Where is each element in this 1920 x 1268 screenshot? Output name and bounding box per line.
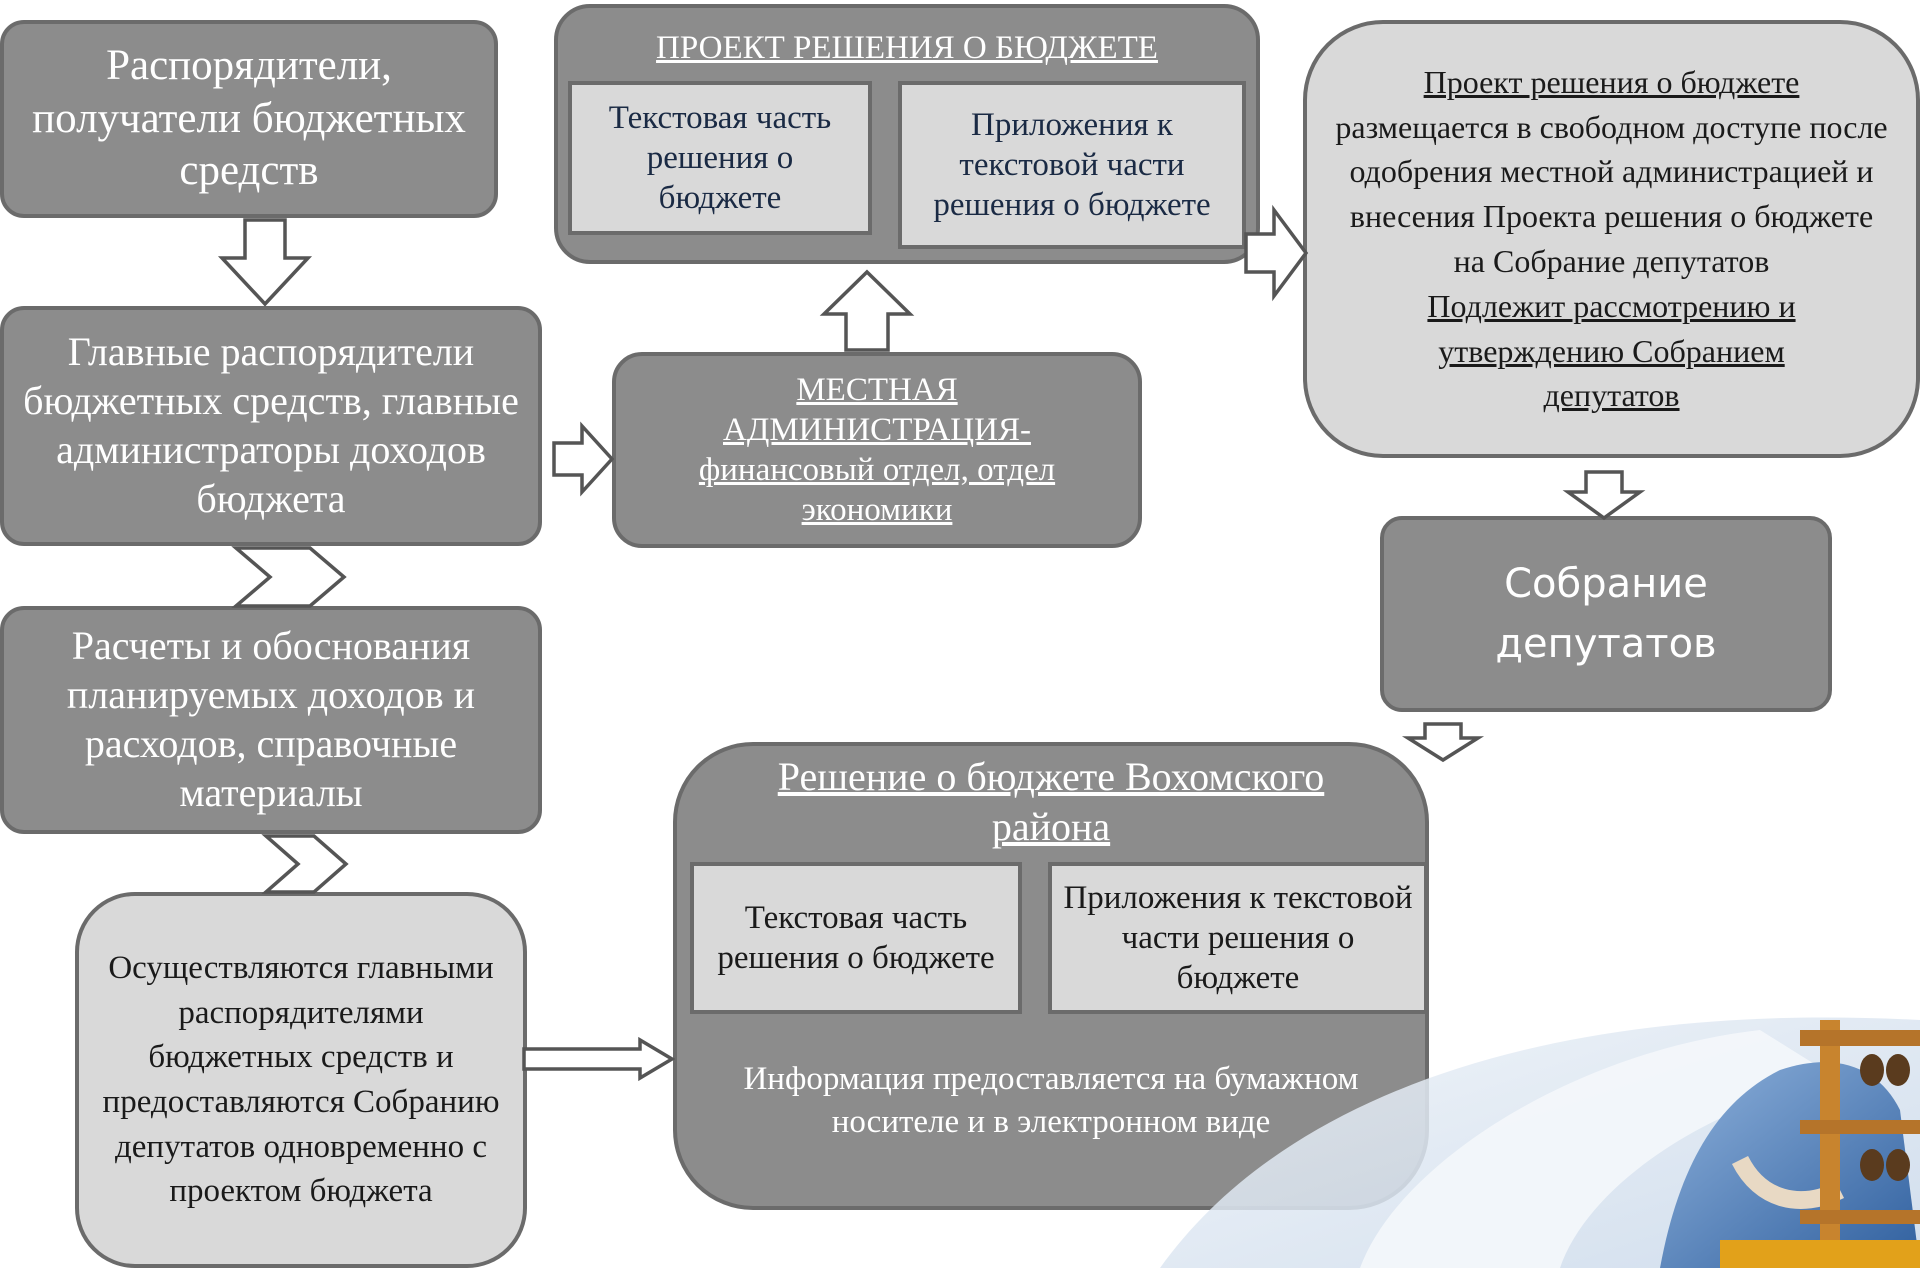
abacus-illustration bbox=[1160, 1017, 1920, 1268]
node-publication: Проект решения о бюджете размещается в с… bbox=[1303, 20, 1920, 458]
arrow-down-icon bbox=[1401, 722, 1485, 763]
draft-text-part-text: Текстовая часть решения о бюджете bbox=[608, 99, 832, 217]
node-recipients: Распорядители, получатели бюджетных сред… bbox=[0, 20, 498, 218]
chevron-down-icon bbox=[231, 546, 347, 608]
node-calculations: Расчеты и обоснования планируемых доходо… bbox=[0, 606, 542, 834]
draft-text-part: Текстовая часть решения о бюджете bbox=[568, 81, 872, 235]
node-assembly-text: Собрание депутатов bbox=[1495, 561, 1717, 667]
decision-text-part: Текстовая часть решения о бюджете bbox=[690, 862, 1022, 1014]
node-carried-out: Осуществляются главными распорядителями … bbox=[75, 892, 527, 1268]
arrow-right-icon bbox=[1244, 204, 1309, 302]
decision-appendices-text: Приложения к текстовой части решения о б… bbox=[1063, 879, 1413, 997]
publication-line2: размещается в свободном доступе после од… bbox=[1335, 108, 1888, 279]
node-chief-managers: Главные распорядители бюджетных средств,… bbox=[0, 306, 542, 546]
decision-appendices: Приложения к текстовой части решения о б… bbox=[1048, 862, 1428, 1014]
arrow-down-icon bbox=[1562, 470, 1646, 521]
arrow-up-icon bbox=[819, 269, 915, 352]
node-calculations-text: Расчеты и обоснования планируемых доходо… bbox=[66, 623, 476, 815]
chevron-down-icon bbox=[261, 834, 349, 894]
node-assembly: Собрание депутатов bbox=[1380, 516, 1832, 712]
node-recipients-text: Распорядители, получатели бюджетных сред… bbox=[32, 42, 466, 195]
arrow-down-icon bbox=[217, 218, 313, 307]
draft-decision-title: ПРОЕКТ РЕШЕНИЯ О БЮДЖЕТЕ bbox=[656, 30, 1158, 66]
node-chief-managers-text: Главные распорядители бюджетных средств,… bbox=[23, 329, 519, 521]
final-decision-info: Информация предоставляется на бумажном н… bbox=[743, 1061, 1359, 1140]
decision-text-part-text: Текстовая часть решения о бюджете bbox=[717, 899, 995, 976]
node-administration-text: МЕСТНАЯ АДМИНИСТРАЦИЯ-финансовый отдел, … bbox=[698, 371, 1056, 529]
publication-line3: Подлежит рассмотрению и утверждению Собр… bbox=[1427, 287, 1796, 414]
node-carried-out-text: Осуществляются главными распорядителями … bbox=[102, 950, 500, 1210]
arrow-right-icon bbox=[552, 421, 615, 497]
arrow-right-icon bbox=[522, 1036, 676, 1082]
draft-appendices-text: Приложения к текстовой части решения о б… bbox=[933, 106, 1211, 224]
final-decision-title: Решение о бюджете Вохомского района bbox=[777, 754, 1325, 849]
publication-line1: Проект решения о бюджете bbox=[1423, 63, 1800, 100]
node-administration: МЕСТНАЯ АДМИНИСТРАЦИЯ-финансовый отдел, … bbox=[612, 352, 1142, 548]
draft-appendices: Приложения к текстовой части решения о б… bbox=[898, 81, 1246, 249]
